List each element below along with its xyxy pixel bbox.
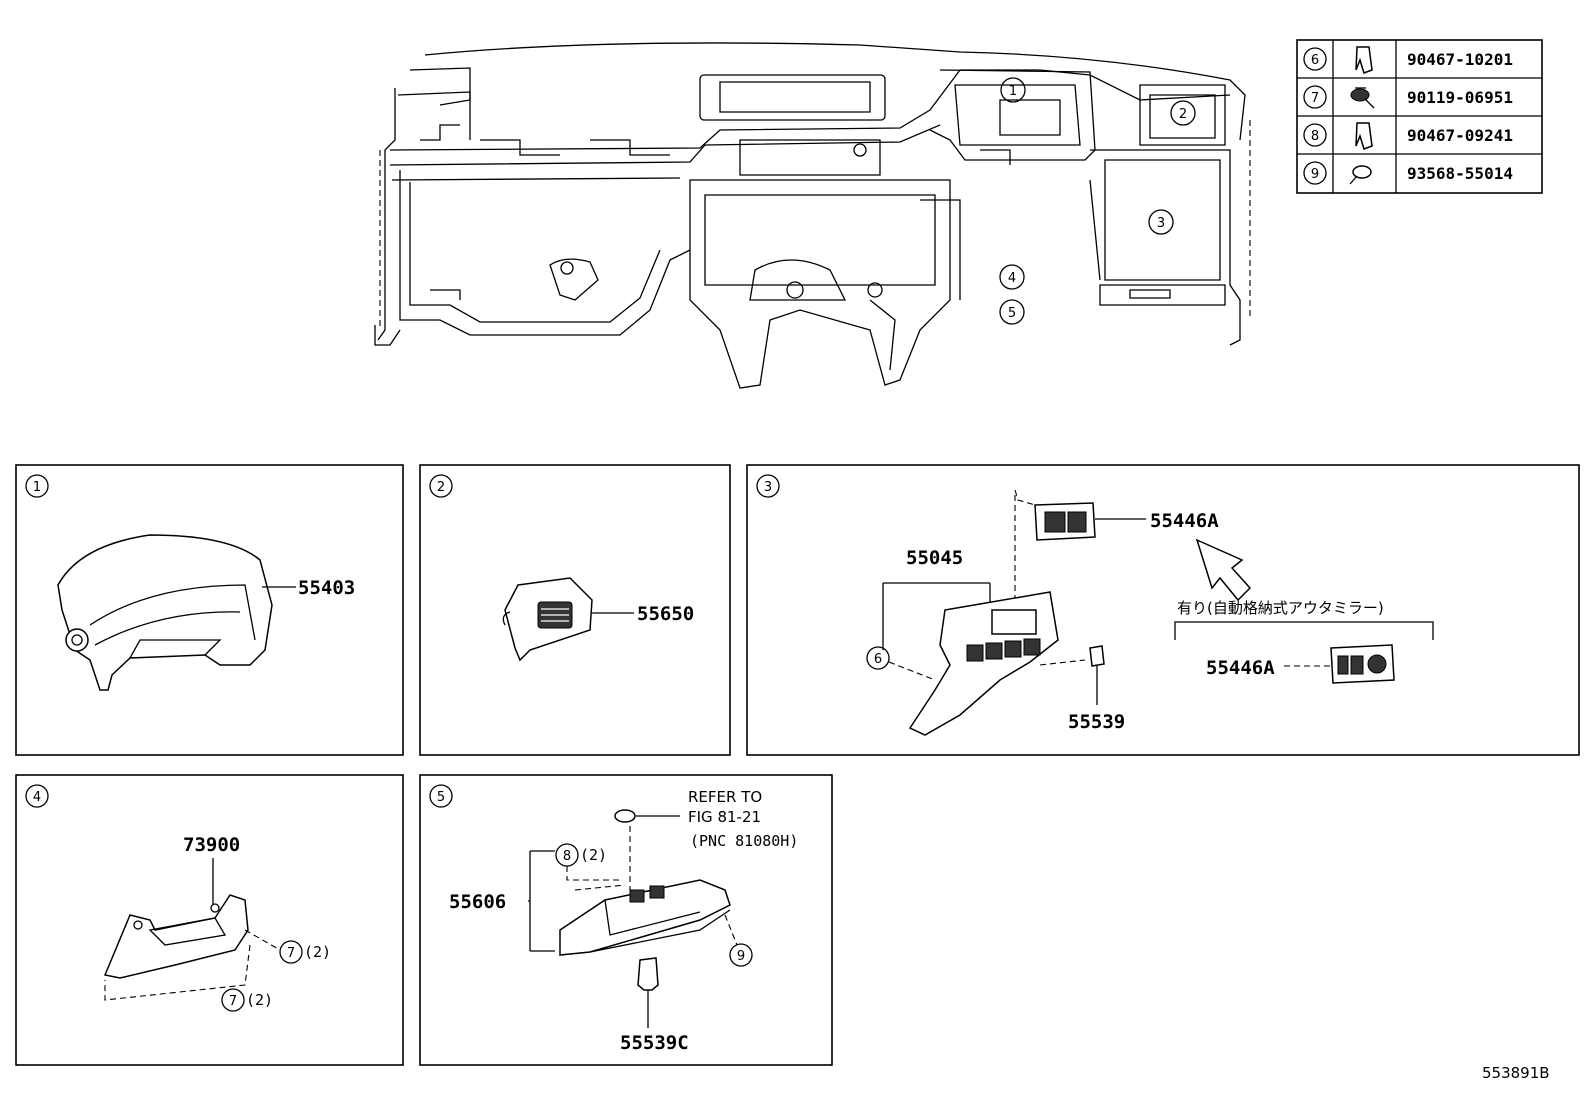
detail-panel-1: 1 55403 — [15, 464, 404, 756]
svg-text:4: 4 — [33, 790, 41, 805]
svg-text:90119-06951: 90119-06951 — [1407, 88, 1513, 107]
svg-text:9: 9 — [737, 949, 745, 964]
svg-text:5: 5 — [1008, 306, 1016, 321]
svg-text:7: 7 — [229, 994, 237, 1009]
mirror-switch-part-alt — [1330, 644, 1395, 684]
svg-text:2: 2 — [437, 480, 445, 495]
clip-part-55539 — [1089, 645, 1105, 667]
svg-text:6: 6 — [1311, 53, 1319, 68]
air-vent-part — [502, 577, 593, 662]
bulb-part — [614, 809, 636, 823]
main-callout-4: 4 — [999, 264, 1025, 290]
svg-text:8: 8 — [1311, 129, 1319, 144]
fastener-row-7: 7 90119-06951 — [1303, 85, 1513, 109]
svg-text:有り(自動格納式アウタミラー): 有り(自動格納式アウタミラー) — [1177, 599, 1384, 617]
svg-text:1: 1 — [1009, 84, 1017, 99]
main-callout-3: 3 — [1148, 209, 1174, 235]
mirror-switch-part — [1034, 502, 1096, 541]
clip-icon — [1355, 46, 1373, 74]
svg-text:3: 3 — [1157, 216, 1165, 231]
fastener-table: 6 90467-10201 7 90119-06951 8 90467-0924… — [1296, 39, 1543, 194]
svg-text:55650: 55650 — [637, 603, 694, 625]
svg-text:55446A: 55446A — [1150, 510, 1219, 532]
svg-text:3: 3 — [764, 480, 772, 495]
main-callout-2: 2 — [1170, 100, 1196, 126]
glove-box-lower-part — [559, 879, 731, 956]
svg-text:55403: 55403 — [298, 577, 355, 599]
svg-text:55446A: 55446A — [1206, 657, 1275, 679]
svg-text:55045: 55045 — [906, 547, 963, 569]
svg-text:8: 8 — [563, 849, 571, 864]
knee-panel-part — [103, 894, 249, 979]
svg-text:55606: 55606 — [449, 891, 506, 913]
fastener-row-9: 9 93568-55014 — [1303, 161, 1513, 185]
detail-panel-3: 3 55446A 55045 6 — [746, 464, 1580, 756]
svg-text:4: 4 — [1008, 271, 1016, 286]
screw-icon — [1349, 165, 1372, 185]
clip-icon — [1355, 122, 1373, 150]
svg-text:90467-10201: 90467-10201 — [1407, 50, 1513, 69]
svg-text:5: 5 — [437, 790, 445, 805]
main-callout-1: 1 — [1000, 77, 1026, 103]
fastener-row-6: 6 90467-10201 — [1303, 46, 1513, 74]
svg-text:7: 7 — [1311, 91, 1319, 106]
svg-text:93568-55014: 93568-55014 — [1407, 164, 1513, 183]
meter-hood-part — [57, 534, 273, 691]
clip-part-55539c — [637, 957, 659, 991]
svg-text:9: 9 — [1311, 167, 1319, 182]
screw-icon — [1350, 87, 1375, 109]
svg-text:1: 1 — [33, 480, 41, 495]
svg-text:(2): (2) — [304, 943, 331, 961]
svg-text:55539C: 55539C — [620, 1032, 689, 1054]
svg-text:REFER TO: REFER TO — [688, 788, 762, 806]
svg-text:6: 6 — [874, 652, 882, 667]
main-callout-5: 5 — [999, 299, 1025, 325]
arrow-icon — [1195, 538, 1252, 602]
svg-text:FIG 81-21: FIG 81-21 — [688, 808, 761, 826]
svg-text:(2): (2) — [246, 991, 273, 1009]
lower-finish-panel-part — [908, 591, 1059, 736]
detail-panel-2: 2 55650 — [419, 464, 731, 756]
diagram-id: 553891B — [1482, 1064, 1550, 1082]
fastener-row-8: 8 90467-09241 — [1303, 122, 1513, 150]
svg-text:(2): (2) — [580, 846, 607, 864]
svg-text:55539: 55539 — [1068, 711, 1125, 733]
detail-panel-5: 5 REFER TO FIG 81-21 (PNC 81080H) 8 (2) … — [419, 774, 833, 1066]
svg-text:7: 7 — [287, 946, 295, 961]
svg-text:73900: 73900 — [183, 834, 240, 856]
svg-text:2: 2 — [1179, 107, 1187, 122]
instrument-panel-assembly — [374, 42, 1251, 389]
svg-text:90467-09241: 90467-09241 — [1407, 126, 1513, 145]
detail-panel-4: 4 73900 7 (2) 7 (2) — [15, 774, 404, 1066]
svg-text:(PNC 81080H): (PNC 81080H) — [690, 832, 798, 850]
